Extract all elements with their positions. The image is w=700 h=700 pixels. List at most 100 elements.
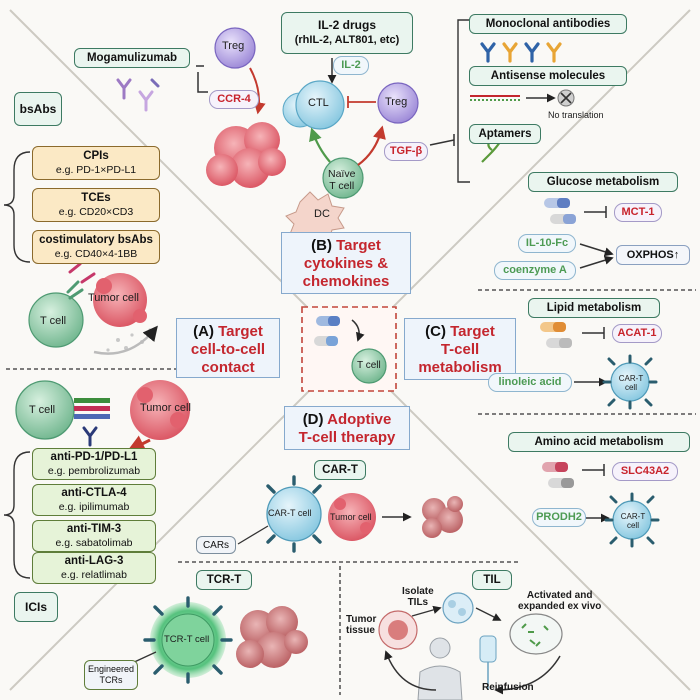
- til-box: TIL: [472, 570, 512, 590]
- cars-label: CARs: [202, 539, 230, 551]
- tcrt-box: TCR-T: [196, 570, 252, 590]
- il2-drugs-examples: (rhIL-2, ALT801, etc): [294, 34, 400, 46]
- antisense-label: Antisense molecules: [490, 70, 606, 82]
- ici-item: anti-CTLA-4 e.g. ipilimumab: [32, 484, 156, 516]
- section-a-title: (A) Target cell-to-cell contact: [176, 318, 280, 378]
- amino-capsules: [542, 462, 574, 488]
- aptamers-box: Aptamers: [469, 124, 541, 144]
- car-t-cell-d: [266, 475, 322, 553]
- lipid-label: Lipid metabolism: [546, 302, 642, 314]
- acat1-pill: ACAT-1: [612, 324, 662, 343]
- slc43a2-pill: SLC43A2: [612, 462, 678, 481]
- ici-item: anti-LAG-3 e.g. relatlimab: [32, 552, 156, 584]
- center-drug-capsules: [314, 316, 340, 346]
- ici-title: anti-CTLA-4: [61, 487, 127, 499]
- amino-box: Amino acid metabolism: [508, 432, 690, 452]
- glucose-box: Glucose metabolism: [528, 172, 678, 192]
- ici-example: e.g. relatlimab: [61, 569, 127, 581]
- tumor-mass: [206, 122, 286, 188]
- section-c-title-3: metabolism: [418, 359, 502, 376]
- section-c-title: (C) Target T-cell metabolism: [404, 318, 516, 380]
- center-t-cell-label: T cell: [357, 360, 381, 371]
- linoleic-acid-pill: linoleic acid: [488, 373, 572, 392]
- cpis-example: e.g. PD-1×PD-L1: [55, 164, 137, 176]
- section-a-title-1: Target: [218, 323, 263, 340]
- isolate-line-2: TILs: [407, 597, 429, 608]
- tcr-t-cell-label: TCR-T cell: [164, 634, 210, 645]
- il2-drugs-title: IL-2 drugs: [317, 18, 376, 32]
- isolate-tils-label: Isolate TILs: [402, 586, 434, 608]
- cart-box: CAR-T: [314, 460, 366, 480]
- oxphos-box: OXPHOS↑: [616, 245, 690, 265]
- glucose-capsules: [544, 198, 576, 224]
- section-c-title-2: T-cell: [440, 341, 480, 358]
- activated-label: Activated and expanded ex vivo: [518, 590, 601, 612]
- cpis-title: CPIs: [83, 150, 109, 162]
- monoclonal-label: Monoclonal antibodies: [485, 18, 611, 30]
- cart-label: CAR-T: [322, 464, 358, 476]
- section-d-title-1: Adoptive: [327, 411, 392, 428]
- section-d-title-2: T-cell therapy: [298, 429, 396, 446]
- monoclonal-box: Monoclonal antibodies: [469, 14, 627, 34]
- lipid-box: Lipid metabolism: [528, 298, 660, 318]
- engineered-tcrs-box: Engineered TCRs: [84, 660, 138, 690]
- naive-t-cell-label: Naïve T cell: [328, 168, 355, 192]
- activated-line-2: expanded ex vivo: [518, 601, 602, 612]
- section-b-title: (B) Target cytokines & chemokines: [281, 232, 411, 294]
- amino-label: Amino acid metabolism: [534, 436, 664, 448]
- ici-example: e.g. ipilimumab: [58, 501, 130, 513]
- section-a-title-2: cell-to-cell: [190, 341, 266, 358]
- tumor-cell-label-d: Tumor cell: [330, 512, 372, 522]
- patient-figure: [417, 637, 463, 700]
- engineered-line-1: Engineered: [87, 664, 135, 674]
- expanded-til-plate: [509, 613, 563, 655]
- ici-example: e.g. pembrolizumab: [47, 465, 141, 477]
- tumor-tissue-label: Tumor tissue: [346, 614, 376, 636]
- section-d-letter: (D): [302, 411, 324, 428]
- isolate-line-1: Isolate: [402, 586, 434, 597]
- section-a-title-3: contact: [201, 359, 255, 376]
- lysed-tumor-d: [422, 496, 463, 538]
- antibody-icon: [116, 78, 160, 112]
- glucose-label: Glucose metabolism: [546, 176, 660, 188]
- til-label: TIL: [483, 574, 501, 586]
- section-b-title-3: chemokines: [302, 273, 390, 290]
- ccr4-pill: CCR-4: [209, 90, 259, 109]
- section-a-letter: (A): [193, 323, 214, 340]
- car-t-cell-label-d: CAR-T cell: [268, 508, 312, 518]
- mogamulizumab-box: Mogamulizumab: [74, 48, 190, 68]
- tces-example: e.g. CD20×CD3: [58, 206, 134, 218]
- tumor-mass-tcr: [236, 606, 308, 668]
- ici-item: anti-PD-1/PD-L1 e.g. pembrolizumab: [32, 448, 156, 480]
- icis-label: ICIs: [24, 600, 47, 614]
- tumor-cell-d: [328, 493, 376, 541]
- tcrt-label: TCR-T: [206, 574, 242, 586]
- treg-label-top: Treg: [222, 40, 245, 52]
- costim-example: e.g. CD40×4-1BB: [54, 248, 138, 260]
- naive-line-1: Naïve: [328, 168, 356, 180]
- icis-box: ICIs: [14, 592, 58, 622]
- tumor-cell-label-ici: Tumor cell: [140, 402, 191, 414]
- lipid-capsules: [540, 322, 572, 348]
- reinfusion-label: Reinfusion: [482, 682, 534, 693]
- il2-pill: IL-2: [333, 56, 369, 75]
- il2-drugs-box: IL-2 drugs (rhIL-2, ALT801, etc): [281, 12, 413, 54]
- t-cell-label-a: T cell: [40, 315, 67, 327]
- cars-box: CARs: [196, 536, 236, 554]
- treg-label-right: Treg: [385, 96, 408, 108]
- section-b-title-1: Target: [336, 237, 381, 254]
- tumor-tissue-line-1: Tumor: [346, 614, 377, 625]
- aptamers-label: Aptamers: [478, 128, 532, 140]
- coenzyme-a-pill: coenzyme A: [494, 261, 576, 280]
- prodh2-pill: PRODH2: [532, 508, 586, 527]
- t-cell-label-ici: T cell: [29, 404, 56, 416]
- ici-item: anti-TIM-3 e.g. sabatolimab: [32, 520, 156, 552]
- bsabs-label: bsAbs: [19, 102, 57, 116]
- ici-example: e.g. sabatolimab: [55, 537, 133, 549]
- section-b-letter: (B): [311, 237, 332, 254]
- mct1-pill: MCT-1: [614, 203, 662, 222]
- oxphos-label: OXPHOS↑: [626, 249, 680, 261]
- antisense-box: Antisense molecules: [469, 66, 627, 86]
